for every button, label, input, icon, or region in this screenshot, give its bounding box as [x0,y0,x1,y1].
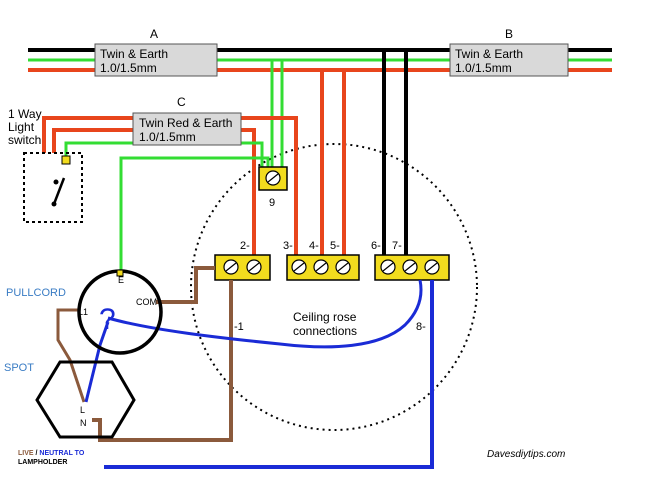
sleeve-a: Twin & Earth 1.0/1.5mm [94,43,218,77]
sleeve-b-line2: 1.0/1.5mm [455,61,512,75]
pullcord-com-label: COM [136,297,157,307]
pullcord-question-mark: ? [99,303,116,336]
terminal-block-middle [286,254,360,281]
terminal-9-earth [258,166,288,191]
supply-drops [270,50,408,258]
spot-n-label: N [80,418,87,428]
terminal-label-9: 9 [269,197,275,209]
sleeve-a-line2: 1.0/1.5mm [100,61,157,75]
spot-lamp [35,360,136,439]
terminal-label-4: 4- [309,240,319,252]
legend-line1: LIVE / NEUTRAL TO [18,450,85,457]
brown-wire-com [156,266,215,304]
terminal-label-2: 2- [240,240,250,252]
sleeve-c: Twin Red & Earth 1.0/1.5mm [132,112,242,146]
pullcord-e-label: E [118,275,124,285]
ceiling-rose-caption-line2: connections [293,324,357,338]
switch-label-line3: switch [8,133,41,147]
sleeve-c-line1: Twin Red & Earth [139,116,232,130]
ceiling-rose-outline [190,143,478,431]
terminal-label-1: -1 [234,321,244,333]
switch-label-line1: 1 Way [8,107,42,121]
cable-letter-c: C [177,95,186,109]
terminal-label-3: 3- [283,240,293,252]
terminal-block-left [214,254,271,281]
sleeve-a-line1: Twin & Earth [100,47,168,61]
brown-wire-l1 [56,308,86,403]
terminal-label-8: 8- [416,321,426,333]
legend-live: LIVE [18,450,34,457]
spot-l-label: L [80,405,85,415]
blue-wire-bottom [104,280,434,469]
brown-wire-neutral [92,280,233,442]
switch-label-line2: Light [8,120,35,134]
terminal-block-right [374,254,450,281]
light-switch [23,152,83,223]
blue-wire-loop [107,279,423,349]
blue-wire-spot [84,321,110,403]
terminal-label-7: 7- [392,240,402,252]
spot-label: SPOT [4,362,34,374]
legend-line2: LAMPHOLDER [18,459,67,466]
sleeve-b: Twin & Earth 1.0/1.5mm [449,43,569,77]
pullcord-switch [77,269,163,355]
credit-text: Davesdiytips.com [487,449,565,460]
sleeve-b-line1: Twin & Earth [455,47,523,61]
terminal-label-5: 5- [330,240,340,252]
pullcord-l1-label: L1 [78,307,88,317]
earth-wire-pullcord [119,156,270,273]
legend-sep: / [34,450,40,457]
legend-neutral: NEUTRAL TO [39,450,84,457]
cable-letter-b: B [505,27,513,41]
cable-letter-a: A [150,27,158,41]
ceiling-rose-caption-line1: Ceiling rose [293,310,357,324]
pullcord-label: PULLCORD [6,287,66,299]
sleeve-c-line2: 1.0/1.5mm [139,130,196,144]
terminal-label-6: 6- [371,240,381,252]
